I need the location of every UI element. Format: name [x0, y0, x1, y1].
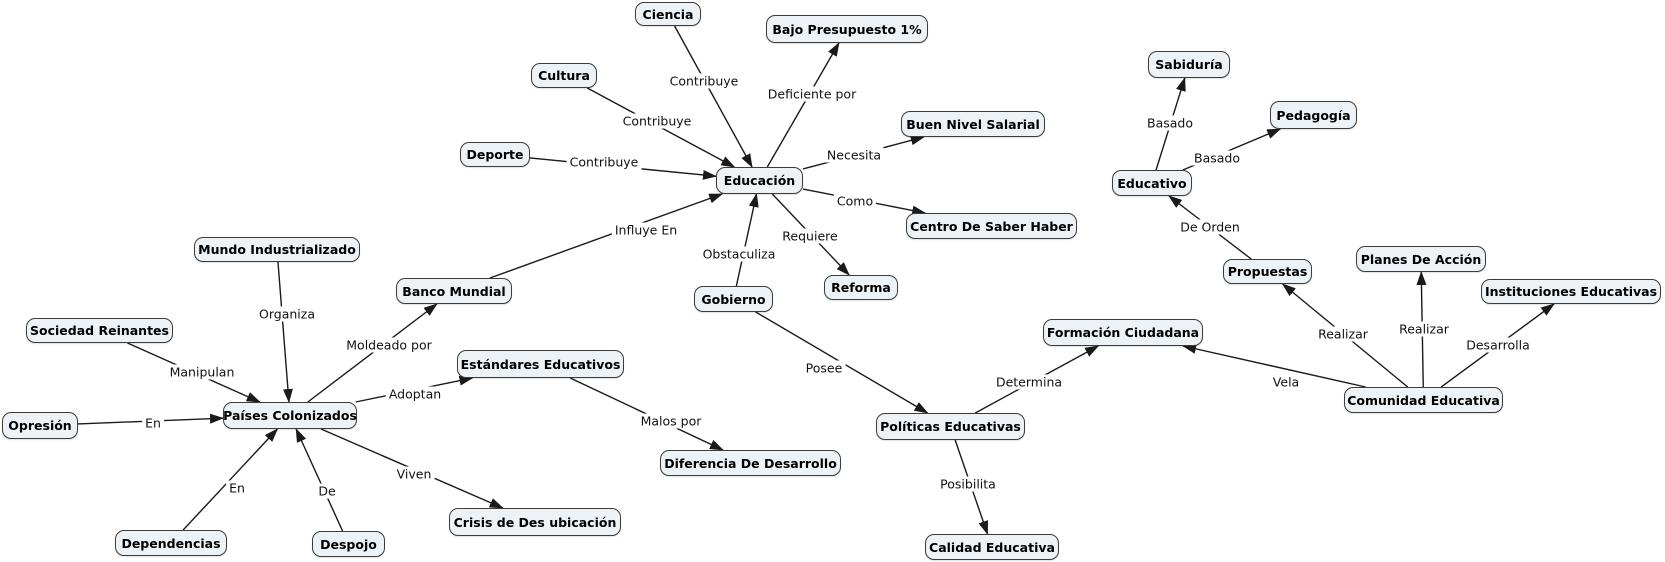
- link-label-deporte-educacion[interactable]: Contribuye: [566, 154, 642, 170]
- link-label-gobierno-politicas[interactable]: Posee: [802, 360, 846, 376]
- link-label-mundo_industrializado-paises_colonizados[interactable]: Organiza: [256, 306, 318, 322]
- link-label-comunidad-instituciones[interactable]: Desarrolla: [1463, 337, 1533, 353]
- concept-node-bajo_presupuesto[interactable]: Bajo Presupuesto 1%: [766, 15, 928, 43]
- link-label-despojo-paises_colonizados[interactable]: De: [315, 483, 339, 499]
- concept-node-planes[interactable]: Planes De Acción: [1356, 246, 1486, 272]
- concept-node-opresion[interactable]: Opresión: [2, 412, 78, 439]
- concept-node-educacion[interactable]: Educación: [716, 167, 803, 194]
- link-label-educacion-buen_nivel[interactable]: Necesita: [823, 147, 885, 163]
- link-label-comunidad-propuestas[interactable]: Realizar: [1315, 326, 1371, 342]
- link-label-opresion-paises_colonizados[interactable]: En: [142, 415, 164, 431]
- concept-node-educativo[interactable]: Educativo: [1112, 170, 1192, 196]
- link-label-comunidad-formacion[interactable]: Vela: [1269, 374, 1303, 390]
- link-line-mundo_industrializado-paises_colonizados: [277, 261, 293, 403]
- link-label-ciencia-educacion[interactable]: Contribuye: [666, 73, 742, 89]
- link-label-paises_colonizados-crisis[interactable]: Viven: [393, 466, 435, 482]
- link-line-dependencias-paises_colonizados: [182, 428, 279, 531]
- concept-node-buen_nivel[interactable]: Buen Nivel Salarial: [901, 111, 1045, 137]
- concept-node-crisis[interactable]: Crisis de Des ubicación: [449, 508, 621, 536]
- link-label-gobierno-educacion[interactable]: Obstaculiza: [699, 246, 779, 262]
- link-line-comunidad-formacion: [1182, 343, 1366, 388]
- link-label-paises_colonizados-banco_mundial[interactable]: Moldeado por: [343, 337, 435, 353]
- link-line-despojo-paises_colonizados: [295, 428, 344, 532]
- concept-node-reforma[interactable]: Reforma: [824, 275, 898, 300]
- concept-node-propuestas[interactable]: Propuestas: [1223, 259, 1312, 284]
- concept-node-calidad[interactable]: Calidad Educativa: [925, 534, 1059, 560]
- concept-node-pedagogia[interactable]: Pedagogía: [1270, 101, 1357, 129]
- link-label-educativo-pedagogia[interactable]: Basado: [1191, 150, 1243, 166]
- link-label-educacion-bajo_presupuesto[interactable]: Deficiente por: [764, 86, 860, 102]
- link-label-politicas-formacion[interactable]: Determina: [992, 374, 1066, 390]
- link-line-paises_colonizados-banco_mundial: [307, 303, 438, 403]
- concept-node-sociedad_reinantes[interactable]: Sociedad Reinantes: [26, 318, 173, 343]
- link-label-educacion-reforma[interactable]: Requiere: [779, 228, 841, 244]
- concept-node-despojo[interactable]: Despojo: [312, 531, 385, 557]
- concept-node-estandares[interactable]: Estándares Educativos: [457, 350, 624, 378]
- concept-node-banco_mundial[interactable]: Banco Mundial: [396, 278, 512, 304]
- concept-node-mundo_industrializado[interactable]: Mundo Industrializado: [194, 237, 360, 262]
- link-line-ciencia-educacion: [673, 25, 753, 168]
- concept-node-dependencias[interactable]: Dependencias: [115, 530, 227, 556]
- link-label-educacion-centro_saber[interactable]: Como: [833, 193, 877, 209]
- link-label-paises_colonizados-estandares[interactable]: Adoptan: [385, 386, 445, 402]
- link-line-banco_mundial-educacion: [489, 193, 724, 279]
- link-line-educacion-bajo_presupuesto: [766, 42, 840, 168]
- link-label-educativo-sabiduria[interactable]: Basado: [1144, 115, 1196, 131]
- concept-node-centro_saber[interactable]: Centro De Saber Haber: [906, 213, 1077, 239]
- concept-node-paises_colonizados[interactable]: Países Colonizados: [223, 402, 357, 429]
- link-label-sociedad_reinantes-paises_colonizados[interactable]: Manipulan: [166, 364, 238, 380]
- link-label-banco_mundial-educacion[interactable]: Influye En: [611, 222, 681, 238]
- link-label-comunidad-planes[interactable]: Realizar: [1396, 321, 1452, 337]
- concept-node-sabiduria[interactable]: Sabiduría: [1148, 51, 1230, 78]
- concept-node-formacion[interactable]: Formación Ciudadana: [1043, 319, 1203, 346]
- link-label-propuestas-educativo[interactable]: De Orden: [1177, 219, 1243, 235]
- concept-node-ciencia[interactable]: Ciencia: [635, 2, 701, 26]
- concept-node-cultura[interactable]: Cultura: [531, 63, 597, 88]
- concept-node-gobierno[interactable]: Gobierno: [694, 286, 773, 312]
- concept-node-instituciones[interactable]: Instituciones Educativas: [1481, 279, 1661, 304]
- link-label-estandares-diferencia[interactable]: Malos por: [637, 413, 705, 429]
- link-label-dependencias-paises_colonizados[interactable]: En: [226, 480, 248, 496]
- link-label-politicas-calidad[interactable]: Posibilita: [937, 476, 999, 492]
- concept-node-diferencia[interactable]: Diferencia De Desarrollo: [660, 450, 841, 476]
- concept-node-politicas[interactable]: Políticas Educativas: [876, 413, 1025, 440]
- concept-node-comunidad[interactable]: Comunidad Educativa: [1344, 387, 1503, 413]
- concept-node-deporte[interactable]: Deporte: [460, 142, 530, 167]
- link-line-gobierno-educacion: [735, 193, 759, 287]
- link-label-cultura-educacion[interactable]: Contribuye: [619, 113, 695, 129]
